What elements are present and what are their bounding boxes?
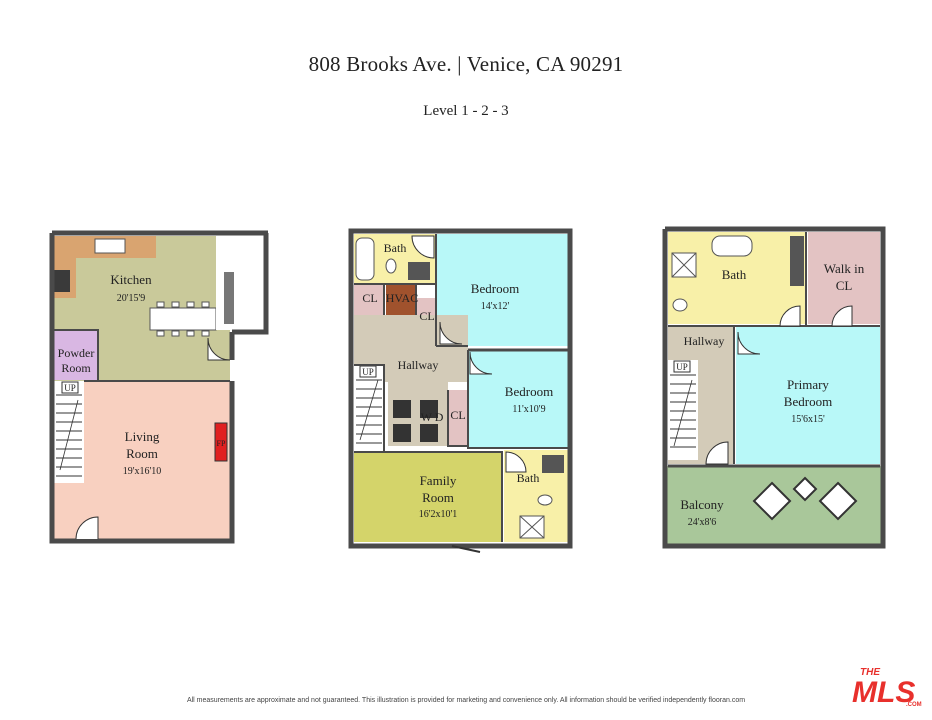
logo-main: MLS (852, 676, 915, 709)
stairs-area-2 (354, 365, 384, 452)
hvac-label: HVAC (386, 291, 418, 305)
primary-label-1: Primary (787, 377, 829, 392)
shower-x-3 (671, 252, 697, 278)
mls-logo: THE MLS .COM (852, 667, 922, 709)
door-primary-3 (737, 331, 761, 355)
living-label-2: Room (126, 446, 158, 461)
tub-icon (355, 237, 375, 281)
entry-door-1 (75, 516, 99, 540)
kitchen-island (149, 307, 217, 331)
door-bed2-2 (469, 351, 493, 375)
primary-label-2: Bedroom (784, 394, 832, 409)
appliance-icon (224, 272, 234, 324)
vanity-icon-2b (542, 455, 564, 473)
walls-level-1 (49, 230, 269, 544)
family-room-area (354, 452, 502, 542)
washer-icon-2 (393, 424, 411, 442)
family-dims: 16'2x10'1 (419, 509, 458, 520)
primary-bedroom-area (736, 326, 880, 464)
bath-top-label: Bath (384, 241, 407, 255)
bedroom2-label: Bedroom (505, 384, 553, 399)
cl-wd-area (448, 390, 468, 446)
cl-mid-label: CL (419, 309, 434, 323)
door-family-2 (451, 545, 481, 553)
fireplace-label: FP (217, 439, 226, 448)
door-bath-bottom-2 (505, 451, 527, 473)
toilet-icon-2b (385, 258, 397, 274)
cl-wd-label: CL (450, 408, 465, 422)
stairs-area-1 (54, 381, 84, 483)
bedroom2-area (468, 350, 568, 448)
vanity-icon-2 (408, 262, 430, 280)
plan-subtitle: Level 1 - 2 - 3 (423, 103, 509, 119)
family-label-2: Room (422, 490, 454, 505)
bedroom1-label: Bedroom (471, 281, 519, 296)
living-dims: 19'x16'10 (123, 466, 162, 477)
stair-treads-3 (670, 374, 696, 448)
logo-top: THE (860, 667, 880, 678)
stair-up-label-3: UP (676, 362, 688, 372)
stairs-area-3 (668, 360, 698, 460)
kitchen-door-1 (207, 337, 231, 361)
kitchen-label: Kitchen (110, 272, 152, 287)
stair-treads-2 (356, 379, 382, 444)
dryer-icon-2 (420, 424, 438, 442)
stair-up-label-2: UP (362, 367, 374, 377)
family-label-1: Family (420, 473, 457, 488)
vanity-icon-3 (790, 236, 804, 286)
door-walkin-3 (831, 305, 853, 327)
shower-x-2 (519, 515, 545, 539)
stair-up-box-3 (673, 360, 691, 373)
door-balcony-3 (705, 441, 729, 465)
balcony-dims: 24'x8'6 (688, 517, 717, 528)
walls-level-2 (348, 228, 573, 549)
bath3-label: Bath (722, 267, 747, 282)
hallway2-label: Hallway (398, 358, 439, 372)
walkin-label-2: CL (836, 278, 853, 293)
bedroom2-dims: 11'x10'9 (512, 404, 545, 415)
plan-title: 808 Brooks Ave. | Venice, CA 90291 (308, 52, 624, 76)
logo-sub: .COM (906, 702, 922, 708)
kitchen-dims: 20'15'9 (117, 293, 146, 304)
level-1-plan: UP FP Kitchen 20'15'9 Powder Room Living… (49, 230, 269, 544)
living-room-area (84, 381, 230, 539)
door-bed1-2 (439, 321, 463, 345)
tub-icon-3 (711, 235, 753, 257)
hvac-area (386, 285, 416, 315)
hallway3-label: Hallway (684, 334, 725, 348)
powder-label-2: Room (61, 361, 91, 375)
washer-icon (393, 400, 411, 418)
toilet-icon-3 (672, 298, 688, 312)
cl-left-label: CL (362, 291, 377, 305)
fridge-icon (54, 270, 70, 292)
stair-up-label-1: UP (64, 383, 76, 393)
door-bath-3 (779, 305, 801, 327)
toilet-icon-2 (537, 494, 553, 506)
fireplace-icon (214, 422, 228, 462)
wd-label: W D (421, 410, 444, 424)
disclaimer-footer: All measurements are approximate and not… (186, 697, 746, 704)
sink-icon (94, 238, 126, 254)
walls-level-3 (662, 226, 886, 549)
stair-treads-1 (56, 394, 82, 477)
primary-dims: 15'6x15' (791, 414, 825, 425)
door-bath-top-2 (411, 235, 435, 259)
level-3-plan: UP Bath Walk in CL Hallway Primary Bedro… (662, 226, 886, 549)
bath-bottom-label: Bath (517, 471, 540, 485)
level-2-plan: UP Bath CL HVAC CL Bedroom 14'x12' Hallw… (348, 228, 573, 553)
stair-up-box-1 (61, 381, 79, 394)
balcony-label: Balcony (680, 497, 724, 512)
living-label-1: Living (125, 429, 160, 444)
cl-left-area (354, 285, 384, 315)
bar-stools (156, 301, 210, 337)
walkin-label-1: Walk in (824, 261, 865, 276)
dryer-icon (420, 400, 438, 418)
powder-room-area (54, 330, 98, 380)
side-nook (216, 236, 266, 330)
powder-label-1: Powder (58, 346, 95, 360)
bedroom1-dims: 14'x12' (481, 301, 510, 312)
balcony-chairs (752, 476, 858, 521)
